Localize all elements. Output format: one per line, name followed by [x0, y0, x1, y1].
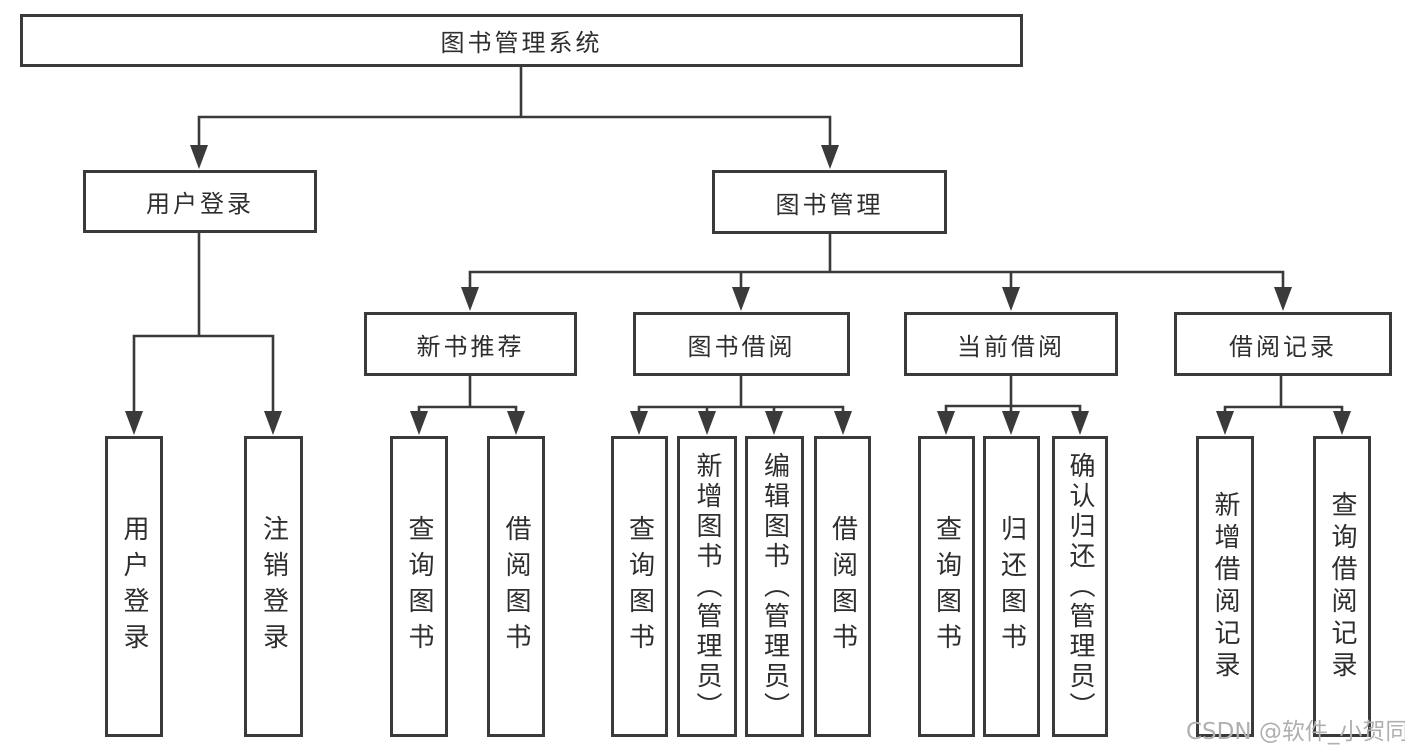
leaf-query-borrow-record: 查询借阅记录: [1313, 436, 1371, 737]
leaf-label: 新增借阅记录: [1210, 490, 1240, 683]
csdn-watermark: CSDN @软件_小贺同学: [1186, 719, 1405, 745]
node-borrow-records: 借阅记录: [1174, 312, 1392, 376]
node-root-system: 图书管理系统: [20, 14, 1023, 67]
leaf-add-borrow-record: 新增借阅记录: [1196, 436, 1254, 737]
node-label: 新书推荐: [416, 332, 525, 361]
leaf-logout: 注销登录: [244, 436, 303, 737]
leaf-query-books-current: 查询图书: [918, 436, 975, 737]
leaf-label: 新增图书（管理员）: [692, 451, 722, 722]
node-label: 图书借阅: [687, 332, 796, 361]
leaf-add-book-admin: 新增图书（管理员）: [677, 436, 737, 737]
node-book-borrow: 图书借阅: [633, 312, 850, 376]
node-label: 借阅记录: [1229, 332, 1337, 361]
leaf-label: 借阅图书: [501, 514, 531, 659]
leaf-confirm-return-admin: 确认归还（管理员）: [1052, 436, 1108, 737]
node-new-book-recommend: 新书推荐: [364, 312, 577, 376]
leaf-query-books-borrow: 查询图书: [611, 436, 668, 737]
leaf-label: 编辑图书（管理员）: [759, 451, 790, 722]
leaf-label: 查询图书: [931, 514, 962, 659]
leaf-label: 确认归还（管理员）: [1065, 451, 1095, 722]
leaf-label: 借阅图书: [827, 514, 858, 659]
leaf-user-login: 用户登录: [105, 436, 163, 737]
leaf-borrow-books-borrow: 借阅图书: [814, 436, 871, 737]
leaf-borrow-books-newbook: 借阅图书: [487, 436, 545, 737]
node-label: 图书管理系统: [440, 29, 603, 57]
leaf-return-book: 归还图书: [983, 436, 1040, 737]
node-book-management: 图书管理: [712, 170, 947, 234]
node-user-login: 用户登录: [83, 170, 317, 233]
leaf-edit-book-admin: 编辑图书（管理员）: [745, 436, 804, 737]
node-label: 用户登录: [146, 190, 254, 218]
leaf-label: 查询图书: [624, 514, 655, 659]
leaf-label: 注销登录: [258, 514, 289, 659]
node-label: 当前借阅: [957, 332, 1065, 361]
node-current-borrow: 当前借阅: [904, 312, 1118, 376]
leaf-query-books-newbook: 查询图书: [390, 436, 448, 737]
leaf-label: 归还图书: [996, 514, 1027, 659]
leaf-label: 用户登录: [119, 514, 149, 659]
node-label: 图书管理: [775, 190, 884, 219]
leaf-label: 查询图书: [404, 514, 434, 659]
leaf-label: 查询借阅记录: [1327, 490, 1357, 683]
